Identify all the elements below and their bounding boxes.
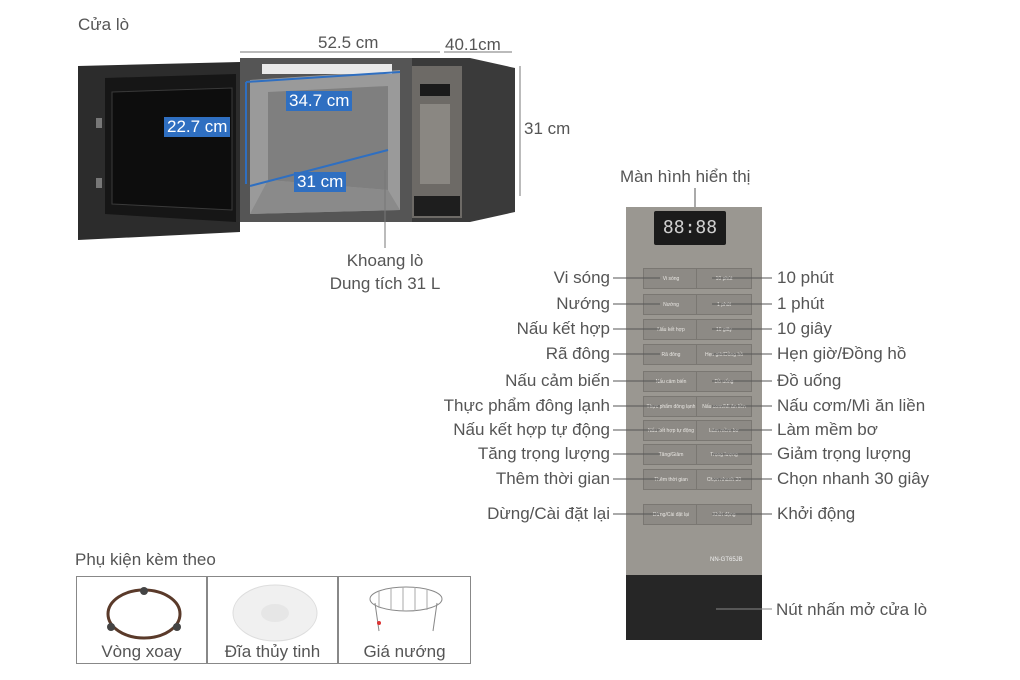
- right-callout-label: 10 giây: [777, 319, 832, 338]
- door-button-label: Nút nhấn mở cửa lò: [776, 600, 928, 619]
- display-screen: 88:88: [654, 211, 726, 245]
- left-callout-label: Rã đông: [545, 344, 610, 363]
- cavity-depth-badge: 31 cm: [294, 172, 347, 192]
- accessory-label: Giá nướng: [363, 642, 446, 661]
- accessory-label: Vòng xoay: [101, 642, 182, 661]
- right-callout-label: Giảm trọng lượng: [777, 444, 912, 463]
- right-callout-label: Hẹn giờ/Đồng hồ: [777, 344, 907, 363]
- right-callout-label: Nấu cơm/Mì ăn liền: [777, 396, 926, 415]
- left-callout-label: Thêm thời gian: [495, 469, 610, 488]
- left-callout-label: Nấu kết hợp tự động: [453, 420, 610, 439]
- accessory-grill-rack: Giá nướng: [338, 576, 471, 664]
- cavity-height-badge: 22.7 cm: [164, 117, 231, 137]
- width-dimension: 52.5 cm: [318, 33, 379, 52]
- left-callout-label: Nấu kết hợp: [516, 319, 610, 338]
- grill-rack-icon: [369, 586, 443, 632]
- cavity-title: Khoang lò: [346, 251, 424, 270]
- model-number: NN-GT65JB: [710, 557, 743, 563]
- accessories-title: Phụ kiện kèm theo: [75, 550, 216, 569]
- accessory-glass-tray: Đĩa thủy tinh: [207, 576, 338, 664]
- turntable-ring-icon: [106, 587, 182, 640]
- left-callout-label: Nấu cảm biến: [505, 371, 610, 390]
- left-callout-label: Vi sóng: [553, 268, 610, 287]
- accessory-turntable-ring: Vòng xoay: [76, 576, 207, 664]
- cavity-capacity: Dung tích 31 L: [329, 274, 441, 293]
- door-open-button-area[interactable]: [626, 575, 762, 640]
- door-label: Cửa lò: [78, 15, 130, 34]
- right-callout-label: Đồ uống: [777, 371, 842, 390]
- right-callout-label: Khởi động: [777, 504, 856, 523]
- right-callout-label: Làm mềm bơ: [777, 420, 878, 439]
- height-dimension: 31 cm: [524, 119, 571, 138]
- microwave-illustration: [78, 51, 521, 240]
- cavity-width-badge: 34.7 cm: [286, 91, 353, 111]
- depth-dimension: 40.1cm: [445, 35, 501, 54]
- display-label: Màn hình hiển thị: [620, 167, 751, 186]
- left-callout-label: Tăng trọng lượng: [477, 444, 610, 463]
- right-callout-label: 1 phút: [777, 294, 825, 313]
- glass-tray-icon: [232, 584, 318, 642]
- left-callout-label: Nướng: [556, 294, 610, 313]
- accessory-label: Đĩa thủy tinh: [224, 642, 321, 661]
- dimension-lines: [240, 51, 521, 196]
- right-callout-label: 10 phút: [777, 268, 834, 287]
- left-callout-label: Thực phẩm đông lạnh: [443, 396, 610, 415]
- left-callout-label: Dừng/Cài đặt lại: [487, 504, 610, 523]
- right-callout-label: Chọn nhanh 30 giây: [777, 469, 930, 488]
